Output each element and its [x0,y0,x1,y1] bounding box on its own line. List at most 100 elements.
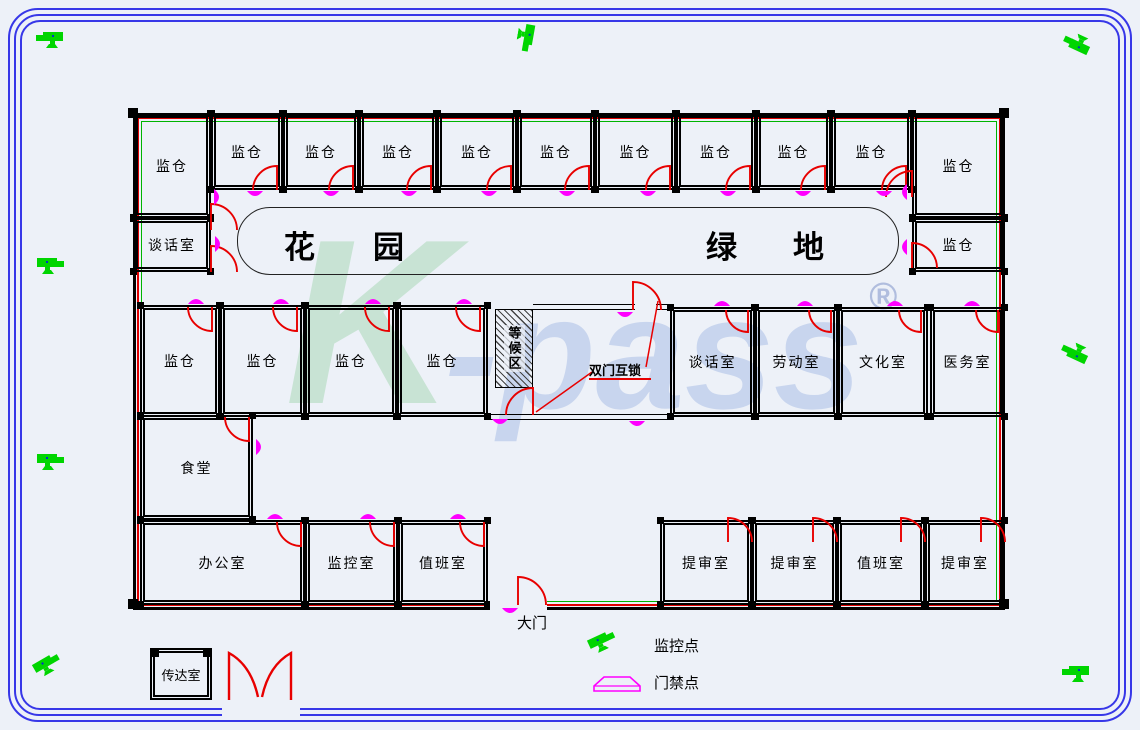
room: 劳动室 [755,307,838,417]
wall-anchor [514,110,521,117]
camera-icon [1060,664,1090,684]
wall-anchor [999,108,1009,118]
wall-anchor [667,413,674,420]
wall-anchor [207,110,214,117]
room-label: 监仓 [700,143,732,160]
room-label: 提审室 [682,554,730,571]
room: 监仓 [437,113,517,190]
wall-anchor [514,186,521,193]
waiting-area-label: 等候区 [503,325,525,372]
wall-segment [656,304,670,310]
camera-icon [36,452,66,472]
wall-anchor [592,110,599,117]
wall-anchor [749,517,756,524]
room: 谈话室 [670,307,755,417]
wall-anchor [673,186,680,193]
wall-anchor [592,186,599,193]
room: 文化室 [838,307,928,417]
room: 监仓 [283,113,359,190]
room-label: 监仓 [619,143,652,160]
wall-anchor [1001,304,1008,311]
room: 监仓 [517,113,595,190]
room: 医务室 [930,307,1005,417]
room-label: 值班室 [857,554,905,571]
wall-anchor [909,215,916,222]
wall-anchor [999,599,1009,609]
reception-room: 传达室 [150,648,212,700]
room-label: 监仓 [164,353,196,369]
camera-icon [585,627,621,658]
room-label: 监仓 [855,143,888,160]
main-gate-label: 大门 [517,615,548,632]
wall-anchor [280,186,287,193]
room: 监仓 [359,113,437,190]
wall-anchor [207,268,214,275]
wall-anchor [667,304,674,311]
wall-anchor [909,268,916,275]
wall-anchor [909,110,916,117]
wall-anchor [302,302,309,309]
waiting-area: 等候区 [495,309,533,388]
room-label: 监仓 [777,143,810,160]
wall-anchor [208,186,215,193]
wall-anchor [484,413,491,420]
wall-anchor [137,601,144,608]
wall-anchor [828,186,835,193]
wall-anchor [249,516,256,523]
room-label: 监仓 [246,353,279,369]
wall-anchor [203,649,211,657]
wall-anchor [302,601,309,608]
room-label: 监仓 [461,143,493,160]
wall-anchor [394,413,401,420]
room: 值班室 [398,520,488,605]
wall-anchor [1001,215,1008,222]
room-label: 值班室 [419,554,467,571]
wall-anchor [484,302,491,309]
wall-anchor [752,413,759,420]
wall-segment [488,414,672,420]
room: 值班室 [837,520,925,605]
reception-room-label: 传达室 [161,667,201,683]
wall-anchor [753,186,760,193]
interlock-label: 双门互锁 [589,363,642,378]
wall-anchor [302,413,309,420]
wall-anchor [835,304,842,311]
camera-icon [1059,27,1095,58]
wall-anchor [356,186,363,193]
garden-label-right: 绿地 [706,230,880,265]
room-label: 监仓 [426,353,459,369]
room: 监仓 [133,113,211,218]
room-label: 监仓 [540,143,572,160]
camera-icon [36,256,66,276]
wall-anchor [356,110,363,117]
wall-anchor [828,110,835,117]
room: 食堂 [140,415,253,520]
room-label: 提审室 [941,554,989,571]
boundary-gate-opening [222,692,300,718]
room-label: 办公室 [198,554,247,571]
camera-icon [34,30,64,50]
wall-anchor [1001,517,1008,524]
wall-anchor [128,108,138,118]
room: 监控室 [305,520,398,605]
camera-icon [30,649,66,681]
room: 提审室 [660,520,752,605]
wall-anchor [484,517,491,524]
wall-segment [533,304,635,310]
wall-anchor [395,517,402,524]
room-label: 谈话室 [688,354,737,370]
wall-anchor [280,110,287,117]
wall-anchor [657,601,664,608]
room-label: 监仓 [942,237,975,253]
camera-icon [1057,336,1093,367]
wall-anchor [207,215,214,222]
room: 提审室 [925,520,1005,605]
room-label: 监仓 [231,143,263,160]
room-label: 监仓 [156,157,188,174]
garden-area: 花园 绿地 [237,207,899,275]
room: 监仓 [676,113,756,190]
room: 监仓 [397,305,488,417]
wall-anchor [927,413,934,420]
room-label: 监仓 [942,157,975,174]
